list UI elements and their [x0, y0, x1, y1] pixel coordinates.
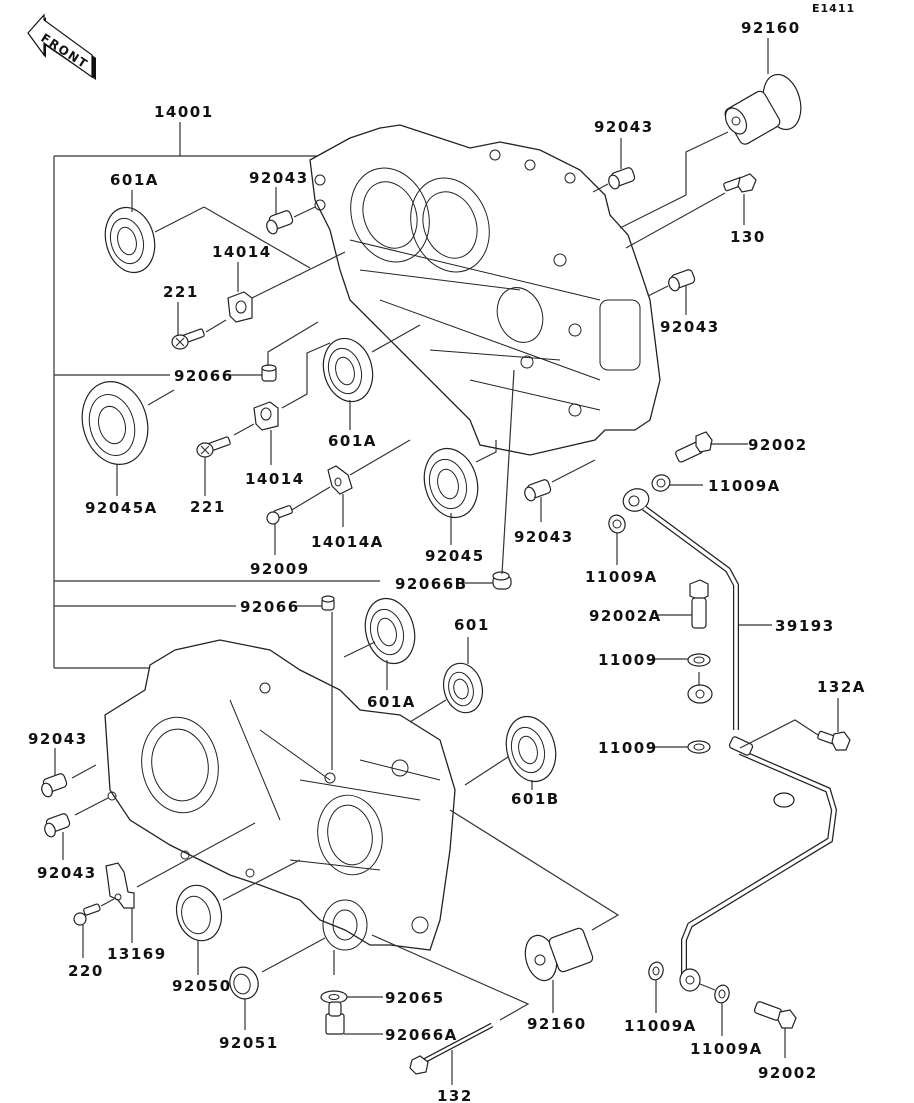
part-221-b[interactable]: 221 — [190, 436, 231, 516]
part-label: 92043 — [660, 318, 720, 336]
part-92066B[interactable]: 92066B — [395, 369, 515, 593]
part-14001[interactable]: 14001 — [154, 103, 214, 121]
part-11009A-c[interactable]: 11009A — [624, 960, 697, 1035]
part-92009[interactable]: 92009 — [250, 505, 310, 578]
part-label: 13169 — [107, 945, 167, 963]
part-label: 11009A — [690, 1040, 763, 1058]
part-label: 14014 — [245, 470, 305, 488]
part-label: 92009 — [250, 560, 310, 578]
part-label: 92045A — [85, 499, 158, 517]
part-92160-bot[interactable]: 92160 — [449, 809, 620, 1033]
part-label: 92045 — [425, 547, 485, 565]
part-601A-b[interactable]: 601A — [281, 324, 421, 450]
part-label: 221 — [190, 498, 226, 516]
part-132[interactable]: 132 — [371, 934, 530, 1103]
part-label: 221 — [163, 283, 199, 301]
part-label: 130 — [730, 228, 766, 246]
part-92002-b[interactable]: 92002 — [753, 1001, 818, 1082]
part-label: 92160 — [741, 19, 801, 37]
part-label: 11009A — [585, 568, 658, 586]
part-92045A[interactable]: 92045A — [73, 374, 175, 517]
part-label: 39193 — [775, 617, 835, 635]
part-601[interactable]: 601 — [409, 616, 490, 723]
part-label: 92066A — [385, 1026, 458, 1044]
part-11009-a[interactable]: 11009 — [598, 651, 711, 686]
part-label: 92002A — [589, 607, 662, 625]
part-label: 92066 — [240, 598, 300, 616]
part-221-a[interactable]: 221 — [163, 283, 227, 350]
part-130[interactable]: 130 — [625, 173, 766, 249]
part-label: 11009A — [624, 1017, 697, 1035]
part-label: 601 — [454, 616, 490, 634]
part-label: 92043 — [514, 528, 574, 546]
part-11009A-b[interactable]: 11009A — [585, 513, 658, 586]
part-92045[interactable]: 92045 — [417, 440, 497, 565]
part-label: 92043 — [37, 864, 97, 882]
part-92002A[interactable]: 92002A — [589, 579, 709, 629]
part-label: 132 — [437, 1087, 473, 1103]
part-220[interactable]: 220 — [68, 898, 115, 980]
part-92066-a[interactable]: 92066 — [174, 321, 319, 385]
part-601A-c[interactable]: 601A — [343, 593, 422, 711]
part-label: 92160 — [527, 1015, 587, 1033]
part-92051[interactable]: 92051 — [219, 937, 326, 1052]
part-label: 92002 — [748, 436, 808, 454]
part-92066A[interactable]: 92066A — [325, 1001, 458, 1044]
part-92043-a[interactable]: 92043 — [592, 118, 654, 193]
part-132A[interactable]: 132A — [739, 678, 866, 751]
part-label: 92065 — [385, 989, 445, 1007]
part-92050[interactable]: 92050 — [171, 859, 301, 995]
part-14014A[interactable]: 14014A — [289, 439, 411, 551]
part-92160-top[interactable]: 92160 — [619, 19, 807, 229]
part-label: 220 — [68, 962, 104, 980]
part-14014-a[interactable]: 14014 — [212, 243, 346, 323]
part-label: 601A — [367, 693, 416, 711]
part-11009A-a[interactable]: 11009A — [650, 472, 781, 495]
part-11009A-d[interactable]: 11009A — [690, 983, 763, 1058]
part-11009-b[interactable]: 11009 — [598, 739, 711, 757]
part-39193[interactable]: 39193 — [620, 485, 838, 992]
part-label: 92043 — [249, 169, 309, 187]
upper-crankcase-half — [309, 124, 661, 456]
part-label: 601B — [511, 790, 560, 808]
part-label: 11009A — [708, 477, 781, 495]
part-label: 14001 — [154, 103, 214, 121]
part-label: 132A — [817, 678, 866, 696]
part-92043-d[interactable]: 92043 — [514, 459, 596, 546]
part-label: 14014 — [212, 243, 272, 261]
part-label: 92043 — [594, 118, 654, 136]
diagram-code: E1411 — [812, 2, 855, 15]
part-601B[interactable]: 601B — [464, 711, 563, 808]
part-92066-b[interactable]: 92066 — [240, 595, 335, 770]
part-label: 92066B — [395, 575, 468, 593]
part-92043-e[interactable]: 92043 — [28, 730, 97, 798]
lower-crankcase-half — [104, 639, 456, 951]
part-14014-b[interactable]: 14014 — [233, 401, 305, 488]
part-label: 92002 — [758, 1064, 818, 1082]
part-label: 11009 — [598, 739, 658, 757]
part-label: 601A — [110, 171, 159, 189]
part-label: 92066 — [174, 367, 234, 385]
crankcase-set-bracket — [53, 122, 380, 669]
part-92043-c[interactable]: 92043 — [647, 269, 720, 336]
part-92043-b[interactable]: 92043 — [249, 169, 316, 235]
part-label: 92043 — [28, 730, 88, 748]
part-13169[interactable]: 13169 — [105, 822, 256, 963]
part-92002-a[interactable]: 92002 — [675, 431, 808, 463]
part-label: 92051 — [219, 1034, 279, 1052]
front-arrow-icon: FRONT — [27, 13, 96, 80]
part-label: 601A — [328, 432, 377, 450]
part-92043-f[interactable]: 92043 — [37, 797, 109, 882]
part-label: 92050 — [172, 977, 232, 995]
part-label: 11009 — [598, 651, 658, 669]
part-label: 14014A — [311, 533, 384, 551]
part-601A-a[interactable]: 601A — [98, 171, 311, 278]
